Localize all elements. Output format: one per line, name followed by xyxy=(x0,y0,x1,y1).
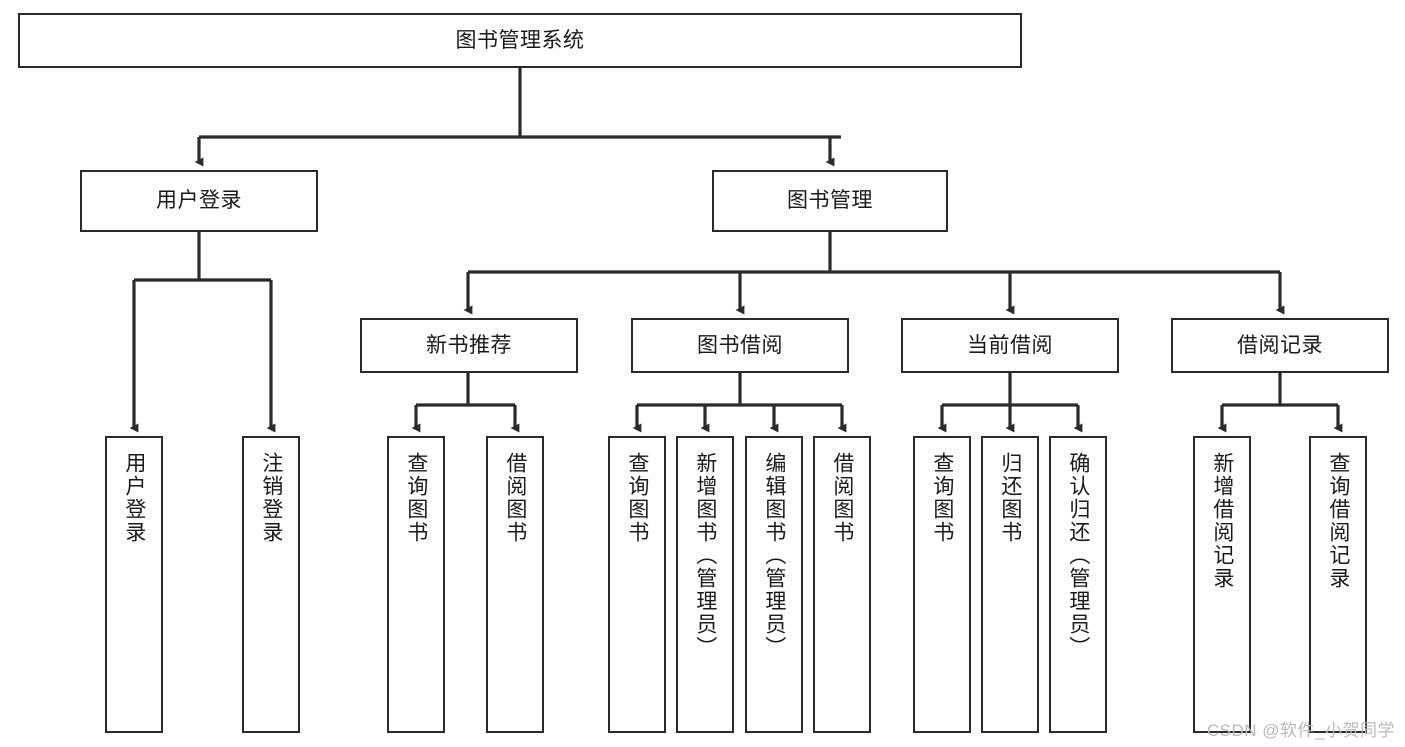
node-root-library-system[interactable]: 图书管理系统 xyxy=(18,13,1022,68)
node-borrow-records-label: 借阅记录 xyxy=(1237,333,1323,357)
node-book-borrow-label: 图书借阅 xyxy=(697,333,783,357)
node-new-book-recommend-label: 新书推荐 xyxy=(426,333,512,357)
leaf-user-login-signout-label: 注销登录 xyxy=(259,452,283,544)
leaf-records-add-record-label: 新增借阅记录 xyxy=(1210,452,1234,590)
leaf-records-query-record[interactable]: 查询借阅记录 xyxy=(1309,436,1367,733)
node-book-management[interactable]: 图书管理 xyxy=(712,170,948,232)
csdn-watermark: CSDN @软件_小贺同学 xyxy=(1206,721,1395,740)
leaf-borrow-borrow-book-label: 借阅图书 xyxy=(830,452,854,544)
leaf-borrow-edit-book[interactable]: 编辑图书（管理员） xyxy=(745,436,803,733)
node-borrow-records[interactable]: 借阅记录 xyxy=(1171,318,1389,373)
leaf-borrow-query-book-label: 查询图书 xyxy=(625,452,649,544)
leaf-borrow-edit-book-label: 编辑图书（管理员） xyxy=(762,452,786,659)
leaf-new-book-query-label: 查询图书 xyxy=(404,452,428,544)
leaf-current-query-book-label: 查询图书 xyxy=(930,452,954,544)
leaf-new-book-borrow-label: 借阅图书 xyxy=(503,452,527,544)
leaf-borrow-add-book-label: 新增图书（管理员） xyxy=(693,452,717,659)
node-current-borrow[interactable]: 当前借阅 xyxy=(901,318,1119,373)
leaf-new-book-query[interactable]: 查询图书 xyxy=(387,436,445,733)
leaf-user-login-signout[interactable]: 注销登录 xyxy=(242,436,300,733)
leaf-new-book-borrow[interactable]: 借阅图书 xyxy=(486,436,544,733)
leaf-user-login-signin-label: 用户登录 xyxy=(122,452,146,544)
leaf-current-return-book-label: 归还图书 xyxy=(998,452,1022,544)
node-book-borrow[interactable]: 图书借阅 xyxy=(631,318,849,373)
leaf-current-return-book[interactable]: 归还图书 xyxy=(981,436,1039,733)
node-root-label: 图书管理系统 xyxy=(455,28,585,52)
node-book-management-label: 图书管理 xyxy=(787,189,873,213)
leaf-records-add-record[interactable]: 新增借阅记录 xyxy=(1193,436,1251,733)
leaf-borrow-borrow-book[interactable]: 借阅图书 xyxy=(813,436,871,733)
leaf-current-confirm-return-label: 确认归还（管理员） xyxy=(1066,452,1090,659)
node-user-login[interactable]: 用户登录 xyxy=(80,170,318,232)
leaf-borrow-query-book[interactable]: 查询图书 xyxy=(608,436,666,733)
leaf-records-query-record-label: 查询借阅记录 xyxy=(1326,452,1350,590)
node-current-borrow-label: 当前借阅 xyxy=(967,333,1053,357)
node-new-book-recommend[interactable]: 新书推荐 xyxy=(360,318,578,373)
node-user-login-label: 用户登录 xyxy=(156,189,242,213)
leaf-borrow-add-book[interactable]: 新增图书（管理员） xyxy=(676,436,734,733)
leaf-current-query-book[interactable]: 查询图书 xyxy=(913,436,971,733)
leaf-user-login-signin[interactable]: 用户登录 xyxy=(105,436,163,733)
leaf-current-confirm-return[interactable]: 确认归还（管理员） xyxy=(1049,436,1107,733)
